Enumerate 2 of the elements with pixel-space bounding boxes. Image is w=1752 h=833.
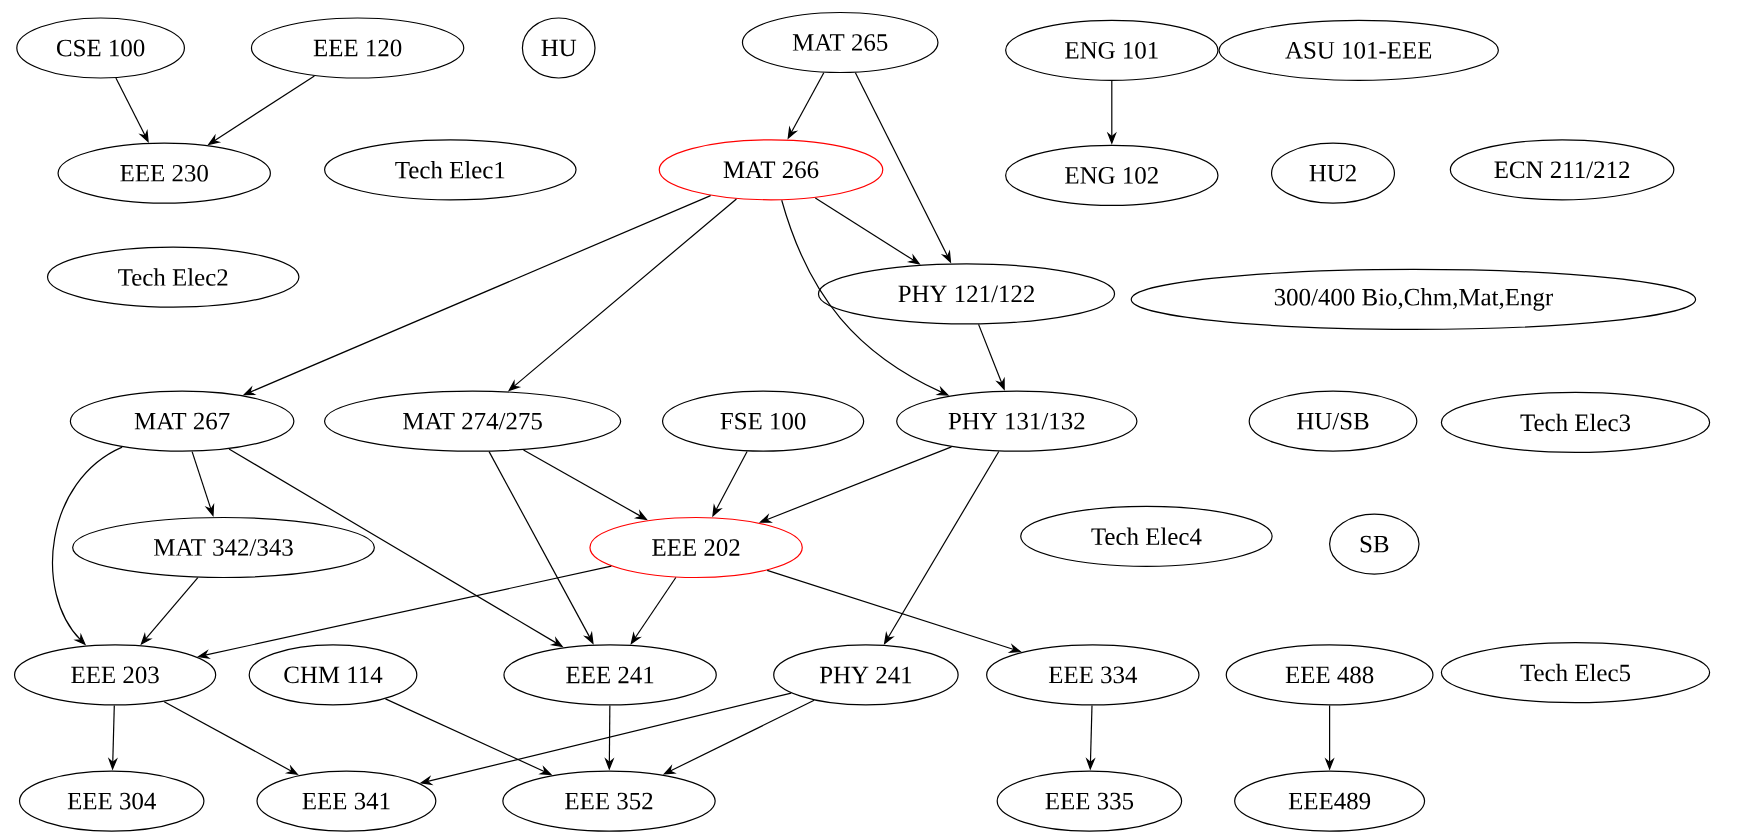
- arrow: [115, 77, 149, 143]
- arrow: [630, 576, 677, 645]
